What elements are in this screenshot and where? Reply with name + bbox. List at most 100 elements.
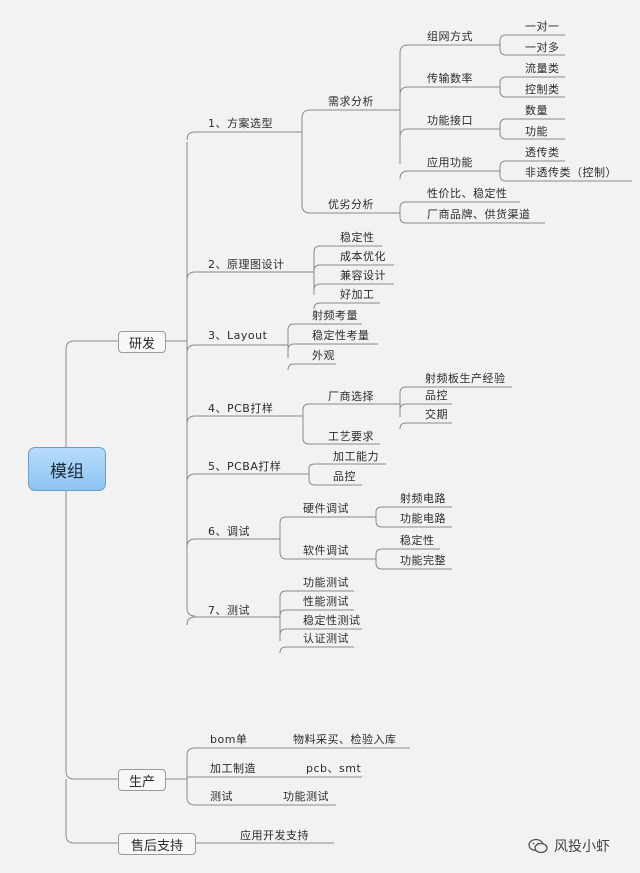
leaf-purchase-inspection[interactable]: 物料采买、检验入库: [293, 733, 397, 746]
connector-7: [186, 344, 266, 354]
leaf-traffic-type[interactable]: 流量类: [525, 62, 560, 75]
watermark: 风投小虾: [528, 836, 610, 856]
connector-20: [399, 86, 476, 96]
node-manufacturing[interactable]: 加工制造: [210, 762, 256, 775]
node-software-debug[interactable]: 软件调试: [303, 544, 349, 557]
connector-57: [302, 437, 380, 445]
connector-4: [186, 142, 196, 617]
leaf-pcb-smt[interactable]: pcb、smt: [306, 762, 362, 775]
leaf-processing-capability[interactable]: 加工能力: [333, 450, 379, 463]
connector-84: [279, 646, 354, 654]
leaf-transparent[interactable]: 透传类: [525, 146, 560, 159]
connector-47: [313, 283, 394, 291]
connector-70: [279, 551, 354, 560]
connector-48: [313, 302, 380, 310]
connector-14: [301, 109, 378, 119]
branch-rnd-label: 研发: [128, 336, 155, 352]
branch-production[interactable]: 生产: [118, 769, 166, 791]
branch-after-sales[interactable]: 售后支持: [118, 833, 196, 855]
node-pros-cons-analysis[interactable]: 优劣分析: [328, 198, 374, 211]
leaf-quantity[interactable]: 数量: [525, 104, 548, 117]
connector-61: [399, 403, 452, 411]
connector-73: [375, 506, 452, 513]
connector-0: [65, 340, 118, 469]
leaf-compatibility[interactable]: 兼容设计: [340, 269, 386, 282]
leaf-control-type[interactable]: 控制类: [525, 83, 560, 96]
leaf-one-to-many[interactable]: 一对多: [525, 41, 560, 54]
connector-1: [65, 468, 118, 780]
leaf-one-to-one[interactable]: 一对一: [525, 20, 560, 33]
leaf-brand-supply[interactable]: 厂商品牌、供货渠道: [427, 208, 531, 221]
node-networking[interactable]: 组网方式: [427, 30, 473, 43]
node-transfer-rate[interactable]: 传输数率: [427, 72, 473, 85]
node-requirement-analysis[interactable]: 需求分析: [328, 95, 374, 108]
connector-81: [279, 590, 354, 598]
connector-29: [499, 76, 565, 84]
connector-52: [287, 343, 378, 351]
leaf-non-transparent[interactable]: 非透传类（控制）: [525, 166, 617, 179]
connector-9: [186, 473, 287, 483]
node-debugging[interactable]: 6、调试: [208, 525, 250, 538]
node-scheme-selection[interactable]: 1、方案选型: [208, 117, 273, 130]
node-hardware-debug[interactable]: 硬件调试: [303, 502, 349, 515]
node-testing[interactable]: 7、测试: [208, 604, 250, 617]
node-pcb-proofing[interactable]: 4、PCB打样: [208, 402, 274, 415]
connector-87: [186, 747, 270, 756]
leaf-function-test[interactable]: 功能测试: [303, 576, 349, 589]
connector-41: [399, 201, 520, 209]
node-bom[interactable]: bom单: [210, 733, 248, 746]
leaf-cost-optimization[interactable]: 成本优化: [340, 250, 386, 263]
leaf-rf-experience[interactable]: 射频板生产经验: [425, 372, 506, 385]
leaf-process-requirement[interactable]: 工艺要求: [328, 430, 374, 443]
leaf-cost-stability[interactable]: 性价比、稳定性: [427, 187, 508, 200]
leaf-production-function-test[interactable]: 功能测试: [283, 790, 329, 803]
connector-33: [499, 118, 565, 126]
node-application-function[interactable]: 应用功能: [427, 156, 473, 169]
leaf-app-dev-support[interactable]: 应用开发支持: [240, 829, 309, 842]
connector-21: [399, 128, 476, 138]
connector-77: [375, 548, 440, 555]
leaf-rf-consideration[interactable]: 射频考量: [312, 309, 358, 322]
node-production-test[interactable]: 测试: [210, 790, 233, 803]
leaf-performance-test[interactable]: 性能测试: [303, 595, 349, 608]
leaf-quality-control[interactable]: 品控: [425, 389, 448, 402]
leaf-function[interactable]: 功能: [525, 125, 548, 138]
leaf-stability-consideration[interactable]: 稳定性考量: [312, 329, 370, 342]
leaf-stability-test[interactable]: 稳定性测试: [303, 614, 361, 627]
connector-26: [499, 48, 565, 56]
leaf-qc[interactable]: 品控: [333, 470, 356, 483]
connector-60: [399, 386, 512, 394]
connector-19: [399, 44, 476, 54]
connector-22: [399, 170, 476, 180]
connector-25: [499, 34, 565, 42]
node-pcba-proofing[interactable]: 5、PCBA打样: [208, 460, 282, 473]
node-vendor-selection[interactable]: 厂商选择: [328, 390, 374, 403]
connector-16: [301, 204, 378, 214]
watermark-text: 风投小虾: [554, 839, 610, 855]
leaf-appearance[interactable]: 外观: [312, 349, 335, 362]
connector-8: [186, 415, 281, 425]
branch-rnd[interactable]: 研发: [118, 331, 166, 353]
leaf-rf-circuit[interactable]: 射频电路: [400, 492, 446, 505]
leaf-delivery[interactable]: 交期: [425, 408, 448, 421]
connector-53: [287, 363, 336, 371]
connector-5: [186, 131, 280, 141]
node-function-interface[interactable]: 功能接口: [427, 114, 473, 127]
leaf-manufacturability[interactable]: 好加工: [340, 288, 375, 301]
wechat-icon: [528, 838, 548, 854]
node-layout[interactable]: 3、Layout: [208, 329, 268, 342]
leaf-function-circuit[interactable]: 功能电路: [400, 512, 446, 525]
root-label: 模组: [50, 461, 84, 482]
connector-51: [287, 323, 362, 331]
connector-89: [186, 796, 264, 806]
leaf-certification-test[interactable]: 认证测试: [303, 632, 349, 645]
connector-30: [499, 90, 565, 98]
connector-65: [308, 463, 386, 469]
leaf-stability-sw[interactable]: 稳定性: [400, 534, 435, 547]
leaf-stability[interactable]: 稳定性: [340, 231, 375, 244]
connector-6: [186, 271, 293, 281]
connector-37: [499, 160, 565, 168]
root-node[interactable]: 模组: [28, 447, 106, 491]
leaf-function-complete[interactable]: 功能完整: [400, 554, 446, 567]
node-schematic-design[interactable]: 2、原理图设计: [208, 258, 285, 271]
